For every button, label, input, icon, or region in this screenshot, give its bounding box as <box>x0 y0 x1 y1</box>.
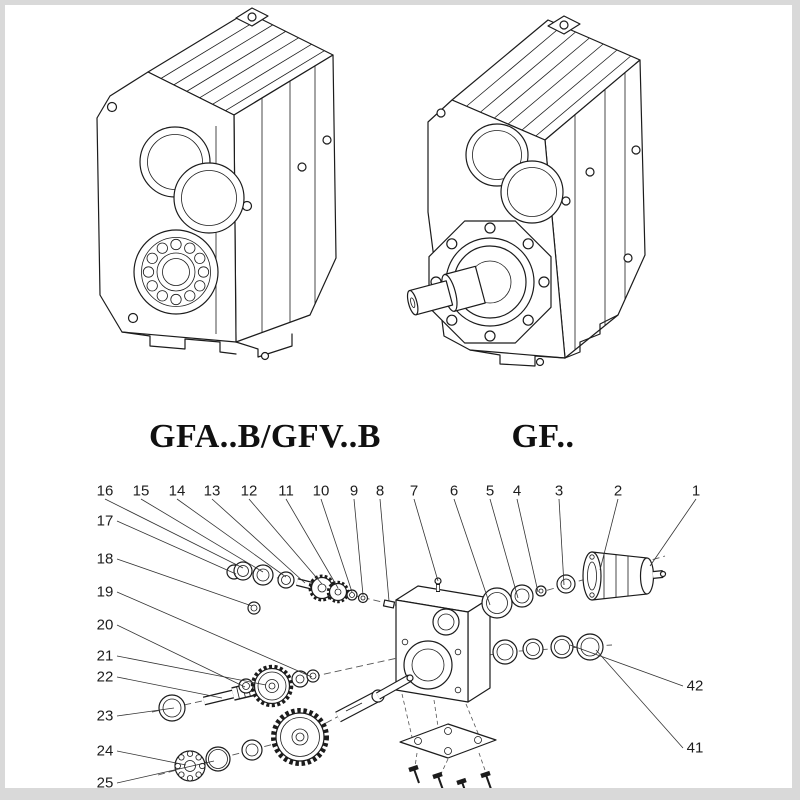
cooling-ribs <box>160 18 325 112</box>
callout-15: 15 <box>132 482 150 500</box>
output-shaft-exploded <box>335 674 414 723</box>
callout-14: 14 <box>168 482 186 500</box>
callout-9: 9 <box>349 482 359 500</box>
output-gear <box>271 708 329 766</box>
hollow-shaft-bearing <box>133 229 219 315</box>
callout-4: 4 <box>512 482 522 500</box>
callout-6: 6 <box>449 482 459 500</box>
photo-border-right <box>792 0 800 800</box>
photo-border-top <box>0 0 800 5</box>
mounting-feet <box>235 333 293 358</box>
callout-5: 5 <box>485 482 495 500</box>
callout-12: 12 <box>240 482 258 500</box>
base-plate <box>399 723 497 759</box>
output-shaft-parts <box>174 674 414 782</box>
callout-16: 16 <box>96 482 114 500</box>
callout-25: 25 <box>96 774 114 792</box>
exploded-assembly <box>104 498 697 797</box>
model-label-gf: GF.. <box>511 418 575 455</box>
mounting-feet <box>121 331 237 355</box>
callout-20: 20 <box>96 616 114 634</box>
callout-24: 24 <box>96 742 114 760</box>
photo-border-bottom <box>0 788 800 800</box>
mount-hole <box>436 108 446 118</box>
callout-23: 23 <box>96 707 114 725</box>
mounting-feet <box>469 314 619 367</box>
lifting-hole <box>247 12 257 22</box>
callout-19: 19 <box>96 583 114 601</box>
callout-10: 10 <box>312 482 330 500</box>
callout-1: 1 <box>691 482 701 500</box>
input-shaft-parts <box>226 561 396 615</box>
lifting-hole <box>559 20 569 30</box>
left-gearbox-figure <box>96 7 337 361</box>
input-bearing-bosses <box>139 126 245 234</box>
mount-hole <box>127 312 139 324</box>
foundation-bolts <box>408 764 492 797</box>
callout-2: 2 <box>613 482 623 500</box>
photo-border-left <box>0 0 5 800</box>
callout-42: 42 <box>686 677 704 695</box>
callout-21: 21 <box>96 647 114 665</box>
callout-41: 41 <box>686 739 704 757</box>
callout-leader-lines <box>104 498 697 784</box>
callout-7: 7 <box>409 482 419 500</box>
gear-housing <box>395 577 491 703</box>
callout-17: 17 <box>96 512 114 530</box>
callout-18: 18 <box>96 550 114 568</box>
ball-bearing <box>174 750 206 782</box>
cooling-ribs <box>466 25 632 137</box>
callout-13: 13 <box>203 482 221 500</box>
callout-11: 11 <box>278 482 294 500</box>
callout-22: 22 <box>96 668 114 686</box>
model-label-gfab-gfvb: GFA..B/GFV..B <box>149 418 381 455</box>
callout-3: 3 <box>554 482 564 500</box>
mount-hole <box>106 101 118 113</box>
mount-hole <box>561 196 571 206</box>
intermediate-shaft-parts <box>158 664 320 722</box>
callout-8: 8 <box>375 482 385 500</box>
input-covers-and-adapter <box>481 551 667 619</box>
output-shaft <box>406 265 486 316</box>
input-bearing-bosses <box>465 123 564 224</box>
seal-rings <box>492 633 604 665</box>
right-gearbox-figure <box>406 15 646 367</box>
